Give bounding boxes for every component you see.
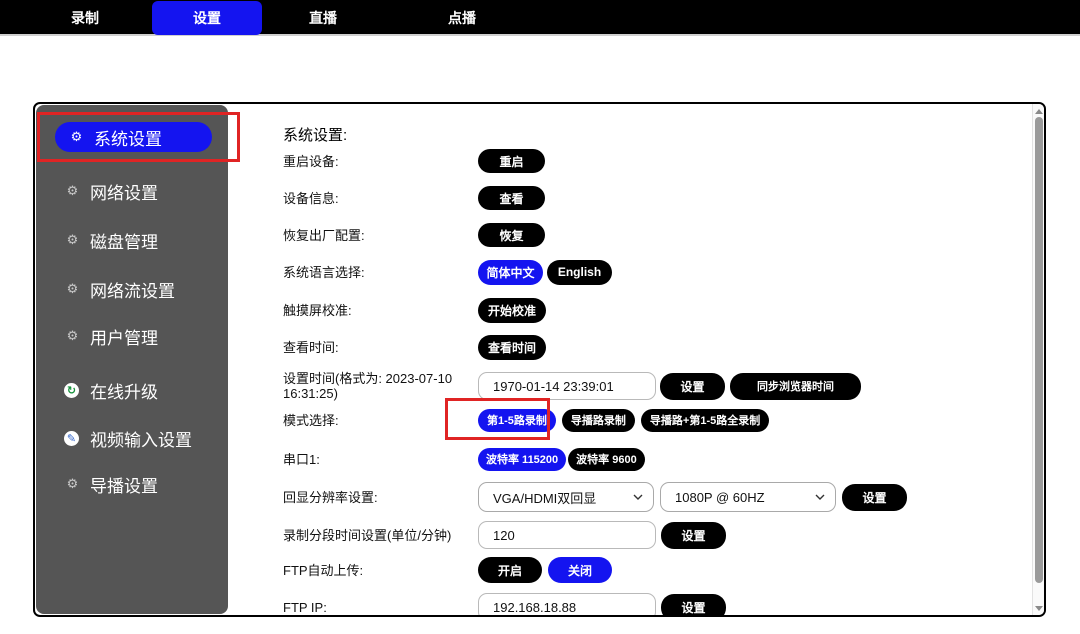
segment-time-input[interactable] <box>478 521 656 549</box>
settings-panel: ⚙ 系统设置 ⚙ 网络设置 ⚙ 磁盘管理 ⚙ 网络流设置 ⚙ 用户管理 ↻ 在线… <box>33 102 1046 617</box>
set-segment-time-button[interactable]: 设置 <box>661 521 726 549</box>
page-title: 系统设置: <box>283 127 348 144</box>
sidebar-item-label: 用户管理 <box>90 328 158 348</box>
top-nav: 录制 设置 直播 点播 <box>0 0 1080 36</box>
sidebar-item-video-input[interactable]: ✎ 视频输入设置 <box>36 423 228 453</box>
restart-button[interactable]: 重启 <box>478 149 545 173</box>
set-resolution-button[interactable]: 设置 <box>842 483 907 511</box>
gear-icon: ⚙ <box>66 232 79 247</box>
scrollbar-thumb[interactable] <box>1035 117 1043 583</box>
time-input[interactable] <box>478 372 656 400</box>
gear-icon: ⚙ <box>66 183 79 198</box>
view-time-button[interactable]: 查看时间 <box>478 334 546 360</box>
scrollbar-up-arrow-icon[interactable] <box>1035 109 1043 114</box>
language-chinese-button[interactable]: 简体中文 <box>478 259 543 285</box>
upgrade-icon: ↻ <box>64 382 79 398</box>
sidebar-item-label: 在线升级 <box>90 382 158 402</box>
gear-icon: ⚙ <box>66 476 79 491</box>
row-label: 查看时间: <box>283 339 339 355</box>
ftp-ip-input[interactable] <box>478 593 656 615</box>
row-touch-calibration: 触摸屏校准: 开始校准 <box>283 295 546 325</box>
chevron-down-icon <box>633 494 643 500</box>
row-device-info: 设备信息: 查看 <box>283 183 545 213</box>
sidebar-item-director-settings[interactable]: ⚙ 导播设置 <box>36 469 228 499</box>
row-label: 串口1: <box>283 451 320 467</box>
row-resolution: 回显分辨率设置: VGA/HDMI双回显 1080P @ 60HZ 设置 <box>283 482 907 512</box>
display-mode-select[interactable]: VGA/HDMI双回显 <box>478 482 654 512</box>
row-mode-select: 模式选择: 第1-5路录制 导播路录制 导播路+第1-5路全录制 <box>283 405 775 435</box>
sidebar-item-disk-management[interactable]: ⚙ 磁盘管理 <box>36 225 228 255</box>
sidebar-item-online-upgrade[interactable]: ↻ 在线升级 <box>36 375 228 405</box>
set-ftp-ip-button[interactable]: 设置 <box>661 593 726 615</box>
scrollbar-down-arrow-icon[interactable] <box>1035 606 1043 611</box>
tab-record[interactable]: 录制 <box>71 10 99 26</box>
sidebar: ⚙ 系统设置 ⚙ 网络设置 ⚙ 磁盘管理 ⚙ 网络流设置 ⚙ 用户管理 ↻ 在线… <box>36 105 228 614</box>
row-label: 设置时间(格式为: 2023-07-10 16:31:25) <box>283 371 453 401</box>
sidebar-item-label: 导播设置 <box>90 476 158 496</box>
row-set-time: 设置时间(格式为: 2023-07-10 16:31:25) 设置 同步浏览器时… <box>283 371 861 401</box>
sync-browser-time-button[interactable]: 同步浏览器时间 <box>730 372 861 400</box>
view-device-info-button[interactable]: 查看 <box>478 186 545 210</box>
sidebar-item-label: 系统设置 <box>94 129 162 149</box>
display-mode-value: VGA/HDMI双回显 <box>493 490 597 506</box>
row-restart: 重启设备: 重启 <box>283 146 545 176</box>
resolution-value: 1080P @ 60HZ <box>675 489 765 505</box>
panel-scrollbar[interactable] <box>1032 104 1044 615</box>
row-label: 重启设备: <box>283 153 339 169</box>
sidebar-item-network-stream[interactable]: ⚙ 网络流设置 <box>36 274 228 304</box>
resolution-select[interactable]: 1080P @ 60HZ <box>660 482 836 512</box>
sidebar-item-label: 磁盘管理 <box>90 232 158 252</box>
row-segment-time: 录制分段时间设置(单位/分钟) 设置 <box>283 520 726 550</box>
gear-icon: ⚙ <box>66 281 79 296</box>
sidebar-item-user-management[interactable]: ⚙ 用户管理 <box>36 321 228 351</box>
video-input-icon: ✎ <box>64 430 79 446</box>
start-calibration-button[interactable]: 开始校准 <box>478 297 546 323</box>
row-label: 设备信息: <box>283 190 339 206</box>
row-view-time: 查看时间: 查看时间 <box>283 332 546 362</box>
row-label: FTP自动上传: <box>283 562 364 578</box>
gear-icon: ⚙ <box>70 129 83 144</box>
row-serial-port: 串口1: 波特率 115200 波特率 9600 <box>283 444 647 474</box>
ftp-upload-off-button[interactable]: 关闭 <box>548 557 612 583</box>
row-language: 系统语言选择: 简体中文 English <box>283 257 616 287</box>
row-factory-reset: 恢复出厂配置: 恢复 <box>283 220 545 250</box>
ftp-upload-on-button[interactable]: 开启 <box>478 557 542 583</box>
row-label: 录制分段时间设置(单位/分钟) <box>283 527 452 543</box>
sidebar-item-network-settings[interactable]: ⚙ 网络设置 <box>36 176 228 206</box>
mode-ch1-5-record-button[interactable]: 第1-5路录制 <box>478 408 556 432</box>
row-label: 回显分辨率设置: <box>283 489 378 505</box>
set-time-button[interactable]: 设置 <box>660 372 725 400</box>
factory-reset-button[interactable]: 恢复 <box>478 223 545 247</box>
sidebar-item-label: 网络流设置 <box>90 281 175 301</box>
row-label: 触摸屏校准: <box>283 302 352 318</box>
row-ftp-upload: FTP自动上传: 开启 关闭 <box>283 555 618 585</box>
sidebar-item-label: 视频输入设置 <box>90 430 192 450</box>
row-label: 模式选择: <box>283 412 339 428</box>
chevron-down-icon <box>815 494 825 500</box>
mode-director-record-button[interactable]: 导播路录制 <box>561 408 635 432</box>
gear-icon: ⚙ <box>66 328 79 343</box>
baud-115200-button[interactable]: 波特率 115200 <box>478 447 567 471</box>
row-label: 恢复出厂配置: <box>283 227 365 243</box>
baud-9600-button[interactable]: 波特率 9600 <box>568 447 645 471</box>
row-ftp-ip: FTP IP: 设置 <box>283 592 726 615</box>
sidebar-item-system-settings[interactable]: ⚙ 系统设置 <box>55 122 212 152</box>
sidebar-item-label: 网络设置 <box>90 183 158 203</box>
tab-live[interactable]: 直播 <box>309 10 337 26</box>
row-label: FTP IP: <box>283 599 327 615</box>
row-label: 系统语言选择: <box>283 264 365 280</box>
language-english-button[interactable]: English <box>547 259 612 285</box>
tab-settings[interactable]: 设置 <box>152 1 262 35</box>
mode-director-plus-all-button[interactable]: 导播路+第1-5路全录制 <box>640 408 770 432</box>
tab-vod[interactable]: 点播 <box>448 10 476 26</box>
